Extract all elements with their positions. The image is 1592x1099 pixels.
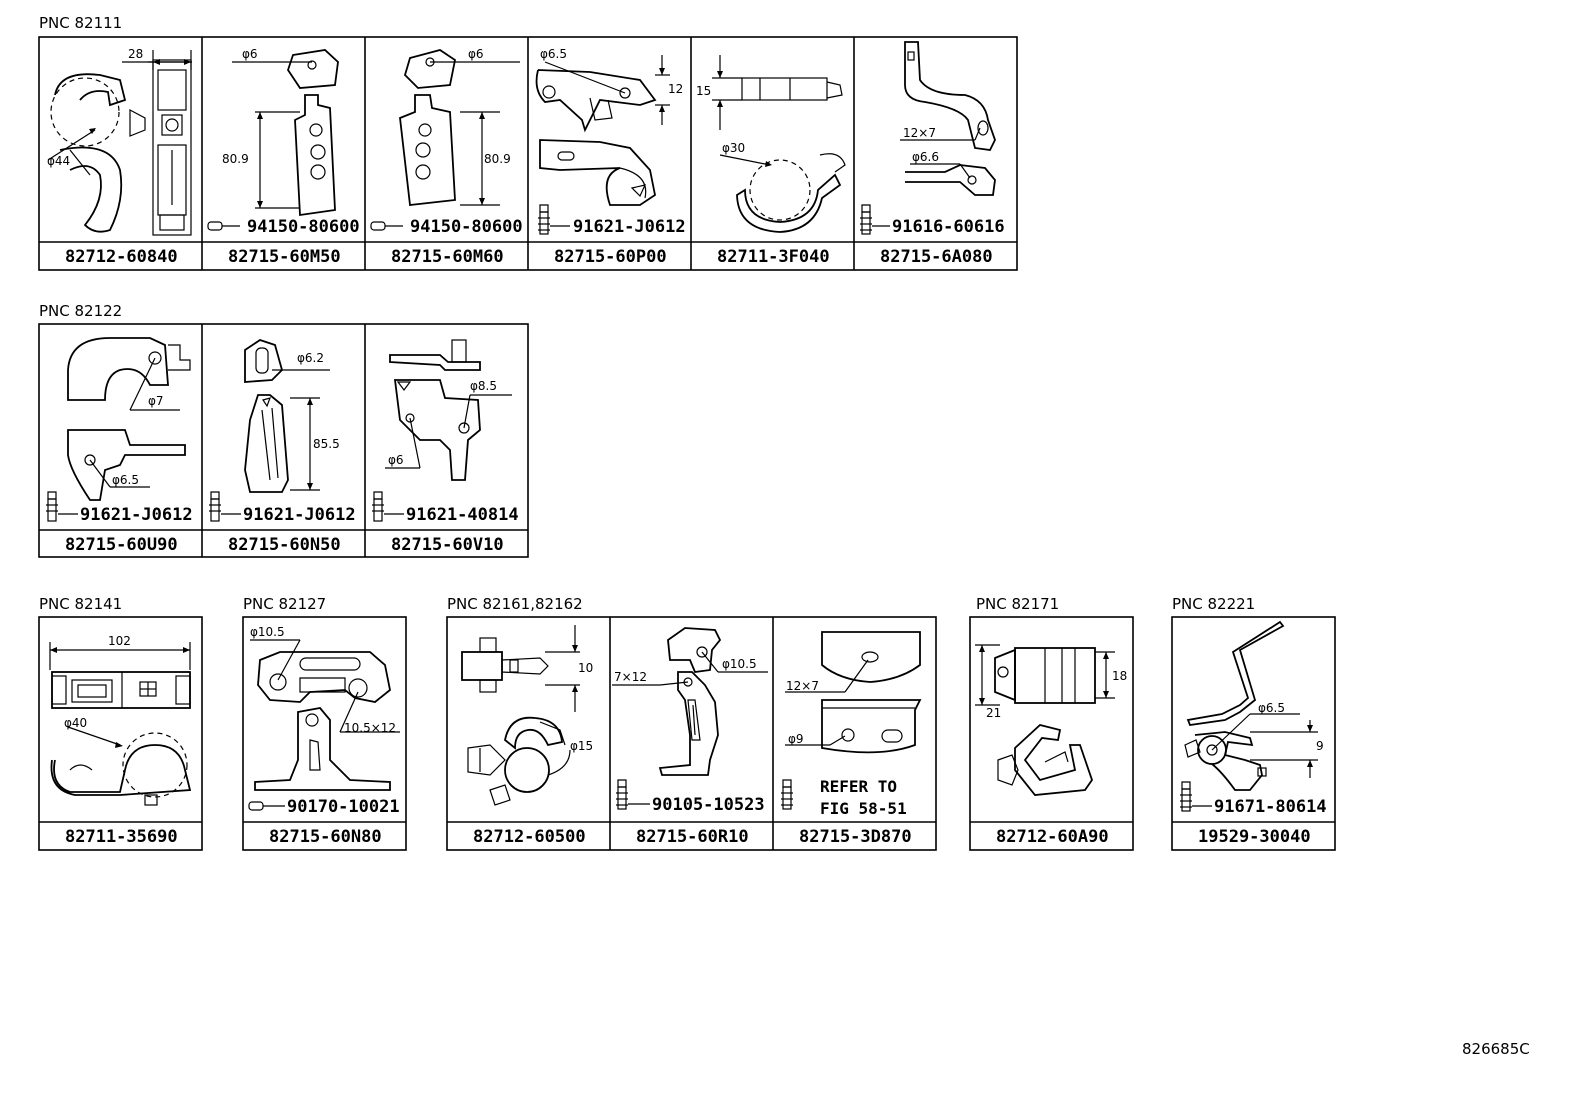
- fastener-part-number[interactable]: 94150-80600: [247, 217, 360, 237]
- part-illustration-bracket: [370, 49, 520, 231]
- section-label-82161-82162: PNC 82161,82162: [447, 595, 583, 613]
- part-illustration-bracket: [612, 627, 768, 810]
- dim-label: φ44: [47, 154, 70, 168]
- part-number[interactable]: 19529-30040: [1198, 827, 1311, 847]
- dim-label: φ6.5: [1258, 701, 1285, 715]
- dim-label: 102: [108, 634, 131, 648]
- dim-label: φ6: [388, 453, 404, 467]
- section-label-82111: PNC 82111: [39, 14, 122, 32]
- part-number[interactable]: 82712-60500: [473, 827, 586, 847]
- dim-label: 12: [668, 82, 683, 96]
- dim-label: 28: [128, 47, 143, 61]
- dim-label: φ6.5: [540, 47, 567, 61]
- dim-label: 80.9: [222, 152, 249, 166]
- dim-label: 12×7: [903, 126, 936, 140]
- part-illustration-bracket: [46, 337, 191, 522]
- part-number[interactable]: 82715-60R10: [636, 827, 749, 847]
- part-number[interactable]: 82715-60U90: [65, 535, 178, 555]
- part-number[interactable]: 82711-35690: [65, 827, 178, 847]
- parts-table-82221: [1171, 616, 1336, 851]
- part-number[interactable]: 82711-3F040: [717, 247, 830, 267]
- dim-label: φ10.5: [722, 657, 757, 671]
- parts-table-82122: [38, 323, 529, 558]
- part-illustration-clip: [975, 644, 1115, 796]
- part-illustration-clamp: [712, 55, 846, 233]
- dim-label: φ6.2: [297, 351, 324, 365]
- parts-table-82127: [242, 616, 407, 851]
- dim-label: φ8.5: [470, 379, 497, 393]
- dim-label: 21: [986, 706, 1001, 720]
- dim-label: 15: [696, 84, 711, 98]
- fastener-part-number[interactable]: 91671-80614: [1214, 797, 1327, 817]
- dim-label: φ10.5: [250, 625, 285, 639]
- part-illustration-clamp: [47, 50, 192, 236]
- fastener-part-number[interactable]: 94150-80600: [410, 217, 523, 237]
- parts-table-82141: [38, 616, 203, 851]
- parts-table-82161-82162: [446, 616, 937, 851]
- illustration-code: 826685C: [1462, 1040, 1530, 1058]
- part-illustration-bracket: [860, 41, 996, 235]
- dim-label: φ40: [64, 716, 87, 730]
- refer-to-line-1: REFER TO: [820, 777, 897, 796]
- part-illustration-bracket: [209, 339, 330, 522]
- parts-table-82111: [38, 36, 1018, 271]
- fastener-part-number[interactable]: 91621-J0612: [80, 505, 193, 525]
- dim-label: φ6: [468, 47, 484, 61]
- part-number[interactable]: 82715-60N80: [269, 827, 382, 847]
- dim-label: φ7: [148, 394, 164, 408]
- part-illustration-clamp: [49, 642, 192, 806]
- section-label-82141: PNC 82141: [39, 595, 122, 613]
- part-illustration-clip: [461, 625, 580, 806]
- part-illustration-bracket: [781, 631, 922, 810]
- part-illustration-bracket: [248, 639, 400, 811]
- dim-label: 85.5: [313, 437, 340, 451]
- part-number[interactable]: 82712-60840: [65, 247, 178, 267]
- fastener-part-number[interactable]: 90170-10021: [287, 797, 400, 817]
- part-illustration-bracket: [207, 49, 339, 231]
- part-number[interactable]: 82715-60M60: [391, 247, 504, 267]
- fastener-part-number[interactable]: 91621-J0612: [573, 217, 686, 237]
- dim-label: 12×7: [786, 679, 819, 693]
- dim-label: φ9: [788, 732, 804, 746]
- section-label-82127: PNC 82127: [243, 595, 326, 613]
- part-number[interactable]: 82712-60A90: [996, 827, 1109, 847]
- section-label-82221: PNC 82221: [1172, 595, 1255, 613]
- part-number[interactable]: 82715-60V10: [391, 535, 504, 555]
- part-number[interactable]: 82715-60M50: [228, 247, 341, 267]
- fastener-part-number[interactable]: 91616-60616: [892, 217, 1005, 237]
- dim-label: 9: [1316, 739, 1324, 753]
- section-label-82171: PNC 82171: [976, 595, 1059, 613]
- fastener-part-number[interactable]: 90105-10523: [652, 795, 765, 815]
- part-number[interactable]: 82715-3D870: [799, 827, 912, 847]
- refer-to-link[interactable]: FIG 58-51: [820, 799, 907, 818]
- part-illustration-bracket: [372, 339, 512, 522]
- fastener-part-number[interactable]: 91621-J0612: [243, 505, 356, 525]
- parts-table-82171: [969, 616, 1134, 851]
- part-number[interactable]: 82715-60P00: [554, 247, 667, 267]
- dim-label: φ6.6: [912, 150, 939, 164]
- dim-label: 80.9: [484, 152, 511, 166]
- dim-label: 18: [1112, 669, 1127, 683]
- dim-label: 7×12: [614, 670, 647, 684]
- dim-label: φ30: [722, 141, 745, 155]
- fastener-part-number[interactable]: 91621-40814: [406, 505, 519, 525]
- part-illustration-bracket: [535, 55, 670, 235]
- part-illustration-bracket: [1180, 620, 1318, 812]
- section-label-82122: PNC 82122: [39, 302, 122, 320]
- part-number[interactable]: 82715-6A080: [880, 247, 993, 267]
- dim-label: 10: [578, 661, 593, 675]
- dim-label: 10.5×12: [344, 721, 396, 735]
- dim-label: φ15: [570, 739, 593, 753]
- part-number[interactable]: 82715-60N50: [228, 535, 341, 555]
- dim-label: φ6.5: [112, 473, 139, 487]
- dim-label: φ6: [242, 47, 258, 61]
